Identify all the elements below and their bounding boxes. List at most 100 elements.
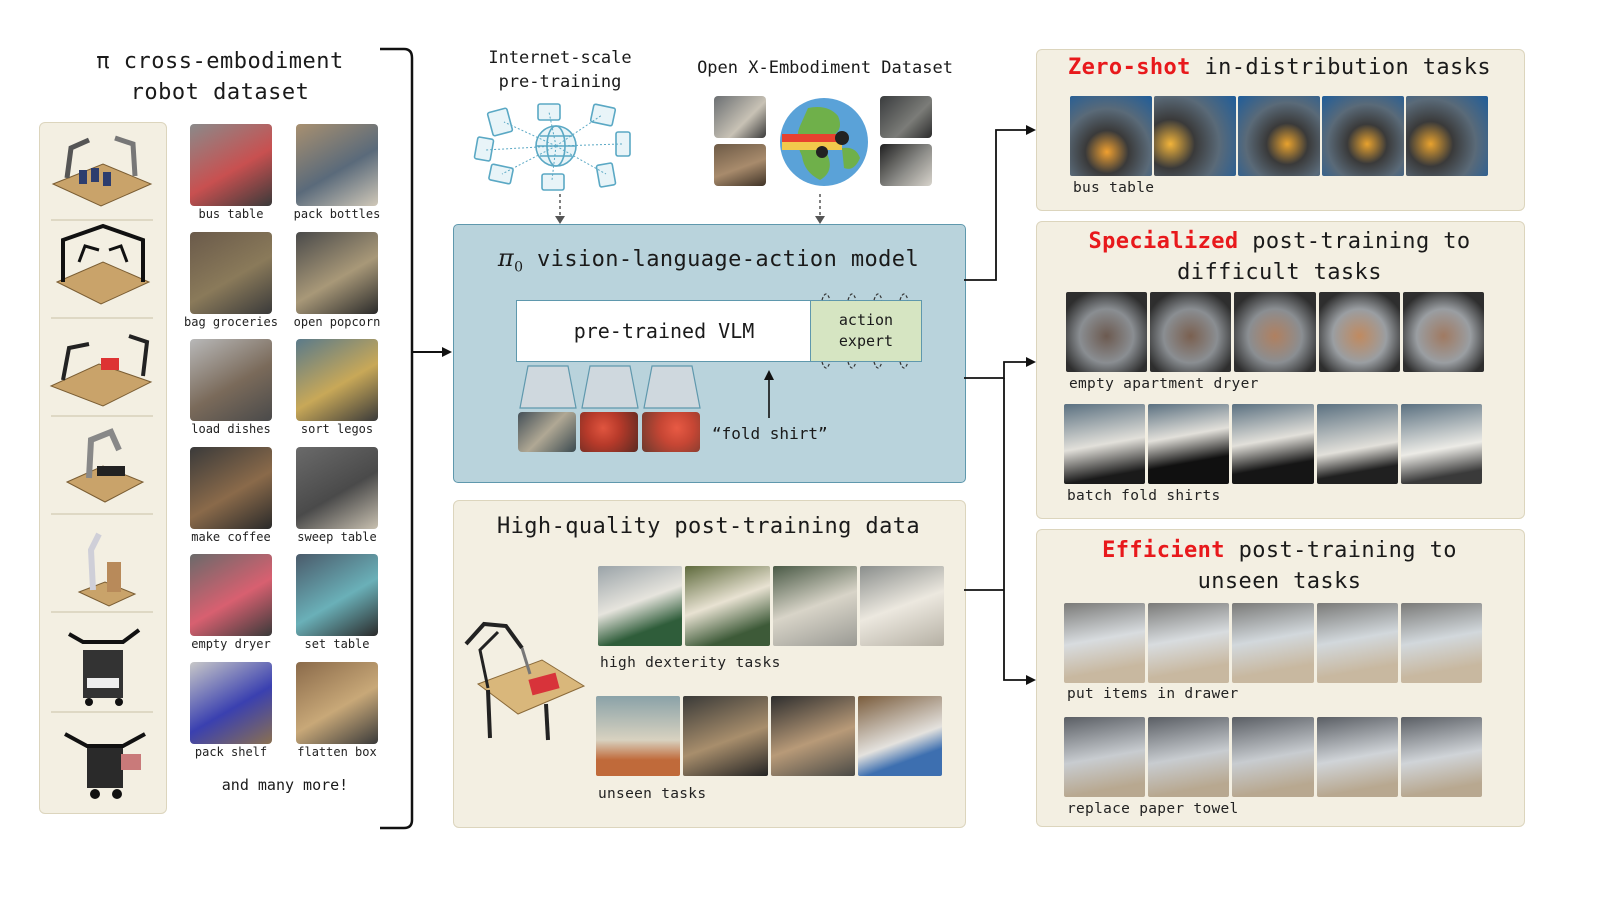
vlm-label: pre-trained VLM [573, 319, 755, 343]
left-title: π cross-embodiment robot dataset [60, 46, 380, 108]
connector-arrows [964, 125, 1036, 685]
zeroshot-frames [1070, 96, 1488, 176]
robot-trossen-frame-icon [55, 223, 151, 305]
posttraining-title: High-quality post-training data [497, 514, 920, 539]
task-label: open popcorn [293, 314, 381, 329]
task-label: load dishes [191, 422, 271, 436]
task-thumbnail [190, 231, 272, 314]
action-flow-loops [821, 293, 909, 369]
dryer-frame [1150, 292, 1232, 372]
dryer-frame [1402, 292, 1485, 372]
left-title-line1: π cross-embodiment [96, 49, 344, 74]
and-many-more-label: and many more! [221, 776, 349, 794]
aloha-robot-illustration [464, 621, 586, 741]
task-thumbnail [296, 124, 378, 206]
zeroshot-frame [1070, 96, 1152, 176]
globe-network-icon [473, 103, 631, 191]
camera-frame-3 [642, 412, 700, 452]
dexterity-frame [772, 566, 857, 646]
task-label: empty dryer [191, 637, 271, 651]
drawer-frame [1400, 603, 1483, 683]
specialized-rest: post-training to [1238, 229, 1471, 254]
dryer-frame [1318, 292, 1400, 372]
folding-frame [1232, 404, 1314, 484]
task-label: sweep table [297, 529, 377, 544]
task-thumbnail [190, 124, 272, 206]
unseen-frame [770, 696, 855, 776]
task-thumbnail [296, 446, 378, 529]
dexterity-frames [598, 566, 944, 646]
left-title-line2: robot dataset [130, 80, 310, 105]
zeroshot-highlight: Zero-shot [1067, 55, 1191, 80]
model-title-text: vision-language-action model [537, 247, 920, 272]
action-expert-block: action expert [810, 300, 922, 362]
robot-illustrations [49, 135, 153, 799]
task-label: bus table [198, 207, 264, 221]
right-brace [380, 47, 452, 830]
folding-frame [1064, 404, 1146, 484]
earth-globe-icon [780, 98, 868, 186]
efficient-line2: unseen tasks [1197, 569, 1362, 594]
task-thumbnail [296, 554, 378, 636]
towel-frame [1232, 717, 1314, 797]
towel-frame [1148, 717, 1230, 797]
task-label: sort legos [300, 422, 374, 436]
zeroshot-title: Zero-shot in-distribution tasks [1036, 55, 1523, 80]
expert-label-line1: action [838, 311, 894, 329]
zeroshot-frame [1406, 96, 1488, 176]
task-thumbnail [190, 661, 272, 744]
robot-arx-icon [49, 334, 153, 407]
dexterity-frame [598, 566, 683, 646]
specialized-line2: difficult tasks [1177, 260, 1382, 285]
unseen-label: unseen tasks [598, 786, 707, 802]
prompt-arrow [764, 370, 774, 418]
zeroshot-rest: in-distribution tasks [1190, 55, 1491, 80]
robot-ur5-dual-icon [51, 135, 153, 207]
task-label: make coffee [191, 529, 271, 544]
dexterity-frame [859, 566, 944, 646]
drawer-frame [1064, 603, 1146, 683]
folding-frames [1064, 404, 1483, 484]
robot-mobile-trossen-icon [68, 628, 141, 706]
task-label: flatten box [297, 744, 377, 759]
prompt-text: “fold shirt” [712, 424, 828, 443]
camera-frame-2 [580, 412, 638, 452]
task-thumbnail [190, 339, 272, 421]
zeroshot-frame [1322, 96, 1404, 176]
folding-label: batch fold shirts [1067, 488, 1221, 504]
task-thumbnail [296, 661, 378, 744]
internet-pretraining-label: Internet-scale pre-training [470, 46, 650, 94]
task-thumbnail [190, 446, 272, 529]
model-symbol: π [497, 244, 515, 272]
dexterity-frame [685, 566, 770, 646]
task-thumbnail [296, 231, 378, 314]
internet-label-line1: Internet-scale [488, 48, 632, 68]
drawer-label: put items in drawer [1067, 686, 1239, 702]
image-encoder-trapezoids [519, 365, 701, 409]
oxe-dataset-label: Open X-Embodiment Dataset [697, 58, 953, 78]
efficient-rest: post-training to [1224, 538, 1457, 563]
task-label: pack bottles [293, 207, 381, 221]
folding-frame [1400, 404, 1483, 484]
robot-mobile-fibocom-icon [64, 732, 146, 799]
towel-frame [1316, 717, 1398, 797]
model-subscript: 0 [514, 259, 524, 276]
unseen-frames [596, 696, 942, 776]
drawer-frame [1148, 603, 1230, 683]
specialized-title: Specialized post-training to difficult t… [1036, 226, 1523, 288]
dryer-frame [1234, 292, 1316, 372]
dashed-arrows-to-model [555, 194, 825, 224]
towel-frame [1064, 717, 1146, 797]
dryer-frame [1066, 292, 1148, 372]
task-label: bag groceries [184, 314, 278, 329]
folding-frame [1148, 404, 1230, 484]
dryer-label: empty apartment dryer [1069, 376, 1259, 392]
task-thumbnail [296, 339, 378, 421]
unseen-frame [683, 696, 768, 776]
pretrained-vlm-block: pre-trained VLM [516, 300, 812, 362]
dryer-frames [1066, 292, 1485, 372]
task-label: set table [304, 637, 370, 651]
specialized-highlight: Specialized [1088, 229, 1239, 254]
zeroshot-frame [1238, 96, 1320, 176]
internet-label-line2: pre-training [498, 72, 622, 92]
